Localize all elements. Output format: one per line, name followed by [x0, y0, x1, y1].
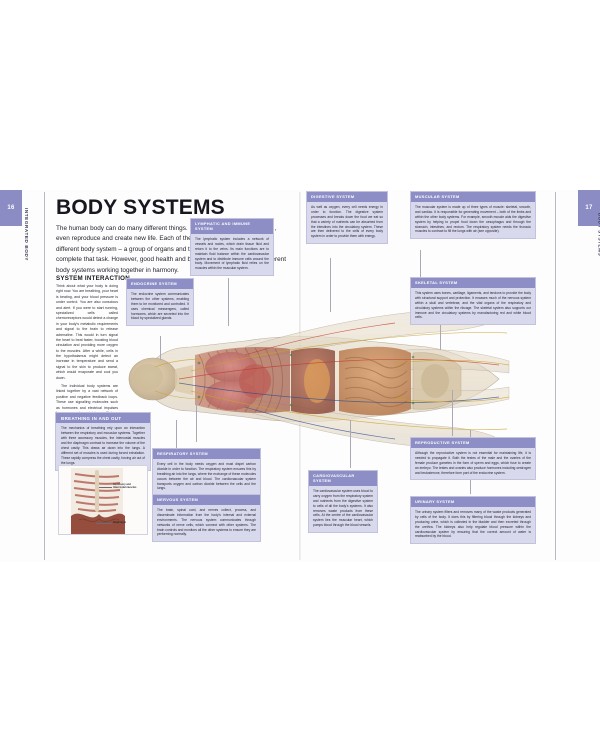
intro-paragraph: The human body can do many different thi… [56, 225, 286, 274]
panel-respiratory-text: Every cell in the body needs oxygen and … [157, 461, 256, 491]
breathing-feature-title: BREATHING IN AND OUT [56, 413, 150, 423]
panel-digestive: DIGESTIVE SYSTEM As well as oxygen, ever… [306, 191, 388, 245]
anatomy-illustration [95, 255, 515, 505]
leader-reproductive [452, 390, 453, 436]
panel-skeletal: SKELETAL SYSTEM This system uses bones, … [410, 277, 536, 326]
right-page-tab: 17 [578, 190, 600, 226]
panel-respiratory: RESPIRATORY SYSTEM Every cell in the bod… [152, 448, 261, 497]
breathing-figure-leader-muscles [99, 487, 112, 488]
system-interaction-heading: SYSTEM INTERACTION [56, 275, 130, 282]
leader-cardiovascular [350, 420, 351, 468]
breathing-figure-label-diaphragm: Diaphragm [113, 521, 127, 524]
panel-muscular: MUSCULAR SYSTEM The muscular system is m… [410, 191, 536, 240]
leader-lymphatic [228, 278, 229, 326]
left-page-edge [44, 192, 45, 560]
panel-lymphatic: LYMPHATIC AND IMMUNE SYSTEM The lymphati… [190, 218, 274, 277]
left-section-label: INTEGRATED BODY [0, 208, 29, 302]
panel-urinary: URINARY SYSTEM The urinary system filter… [410, 496, 536, 545]
system-interaction-para-1: Think about what your body is doing righ… [56, 284, 118, 380]
leader-skeletal [440, 320, 441, 350]
panel-muscular-title: MUSCULAR SYSTEM [411, 192, 535, 202]
system-interaction-body: Think about what your body is doing righ… [56, 284, 118, 441]
breathing-figure [58, 465, 148, 535]
leader-respiratory [196, 400, 197, 442]
panel-cardiovascular-title: CARDIOVASCULAR SYSTEM [309, 471, 377, 486]
right-page-edge [555, 192, 556, 560]
breathing-figure-label-muscles: Accessory and intercostal muscles [113, 483, 137, 490]
panel-nervous-title: NERVOUS SYSTEM [153, 495, 260, 505]
panel-skeletal-text: This system uses bones, cartilage, ligam… [415, 290, 531, 320]
breathing-figure-leader-diaphragm [96, 523, 112, 524]
panel-digestive-text: As well as oxygen, every cell needs ener… [311, 204, 383, 239]
panel-reproductive-text: Although the reproductive system is not … [415, 450, 531, 475]
panel-nervous: NERVOUS SYSTEM The brain, spinal cord, a… [152, 494, 261, 543]
panel-endocrine-text: The endocrine system communicates betwee… [131, 291, 189, 321]
right-page-number: 17 [585, 205, 593, 211]
leader-endocrine [160, 336, 161, 360]
panel-cardiovascular: CARDIOVASCULAR SYSTEM The cardiovascular… [308, 470, 378, 534]
panel-skeletal-title: SKELETAL SYSTEM [411, 278, 535, 288]
panel-respiratory-title: RESPIRATORY SYSTEM [153, 449, 260, 459]
panel-endocrine: ENDOCRINE SYSTEM The endocrine system co… [126, 278, 194, 327]
panel-urinary-title: URINARY SYSTEM [411, 497, 535, 507]
panel-lymphatic-title: LYMPHATIC AND IMMUNE SYSTEM [191, 219, 273, 234]
leader-digestive [330, 258, 331, 312]
left-section-label-text: INTEGRATED BODY [24, 207, 30, 262]
panel-cardiovascular-text: The cardiovascular system uses blood to … [313, 488, 373, 528]
panel-urinary-text: The urinary system filters and removes m… [415, 509, 531, 539]
right-section-label: BODY SYSTEMS [578, 213, 600, 302]
panel-reproductive: REPRODUCTIVE SYSTEM Although the reprodu… [410, 437, 536, 481]
panel-nervous-text: The brain, spinal cord, and nerves colle… [157, 507, 256, 537]
page-title: BODY SYSTEMS [56, 196, 225, 219]
panel-reproductive-title: REPRODUCTIVE SYSTEM [411, 438, 535, 448]
panel-digestive-title: DIGESTIVE SYSTEM [307, 192, 387, 202]
panel-lymphatic-text: The lymphatic system includes a network … [195, 236, 269, 271]
breathing-feature-text: The mechanics of breathing rely upon an … [61, 426, 145, 465]
breathing-feature-box: BREATHING IN AND OUT The mechanics of br… [55, 412, 151, 471]
left-page-number: 16 [7, 205, 15, 211]
panel-muscular-text: The muscular system is made up of three … [415, 204, 531, 234]
left-page-tab: 16 [0, 190, 22, 226]
panel-endocrine-title: ENDOCRINE SYSTEM [127, 279, 193, 289]
